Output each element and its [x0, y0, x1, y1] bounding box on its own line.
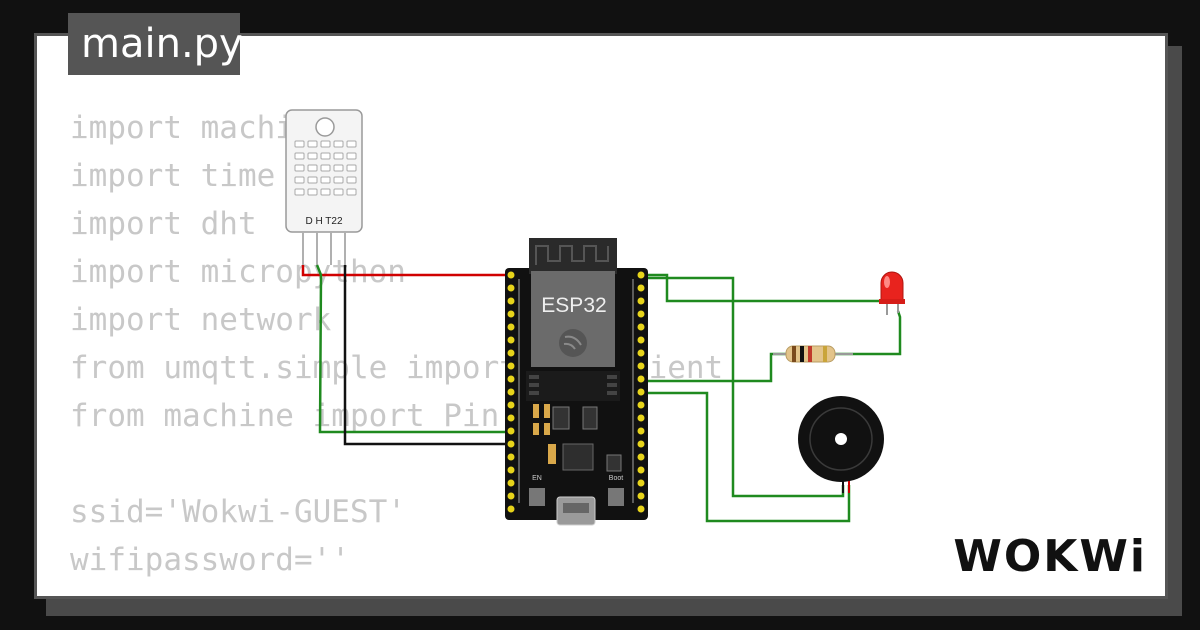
en-button[interactable] [529, 488, 545, 506]
wires [301, 264, 902, 523]
dht22-sensor[interactable]: D H T22 [285, 109, 363, 265]
led-body [880, 271, 904, 302]
code-line: import micropython [70, 254, 406, 290]
boot-button[interactable] [608, 488, 624, 506]
resistor-band-2 [800, 346, 804, 362]
code-line: import network [70, 302, 332, 338]
wire-gnd [343, 265, 511, 446]
pin-label-marks [518, 279, 634, 503]
wire-resistor-1 [641, 352, 786, 383]
file-tab[interactable]: main.py [68, 13, 243, 75]
code-line: import time [70, 158, 276, 194]
code-line: ssid='Wokwi-GUEST' [70, 494, 406, 530]
esp32-label: ESP32 [541, 294, 606, 317]
antenna-trace [535, 245, 609, 265]
buzzer-ring [809, 407, 873, 471]
resistor-band-1 [792, 346, 796, 362]
piezo-buzzer[interactable] [798, 396, 884, 493]
wire-resistor-2 [835, 310, 902, 356]
module-underside [526, 371, 620, 401]
resistor-band-4 [823, 346, 827, 362]
wire-buzzer-2 [641, 391, 851, 523]
boot-button-label: Boot [609, 475, 623, 482]
en-button-label: EN [532, 475, 542, 482]
left-pin-header [507, 271, 515, 513]
module-castellations [529, 375, 617, 395]
dht22-vent-grid [294, 140, 357, 196]
wokwi-logo: WOKWi [953, 531, 1147, 582]
espressif-logo-icon [559, 329, 587, 357]
dht22-label: D H T22 [305, 216, 342, 227]
led-highlight [884, 276, 890, 288]
usb-port-slot [563, 503, 589, 513]
dht22-mount-hole [315, 117, 335, 137]
dht22-pins [302, 232, 346, 265]
right-pin-header [637, 271, 645, 513]
red-led[interactable] [879, 271, 905, 315]
wire-vcc [301, 265, 511, 277]
smd-components [533, 404, 622, 472]
esp32-board[interactable]: ESP32 EN Boot [505, 238, 648, 526]
circuit-diagram: D H T22 ESP32 [285, 109, 905, 526]
resistor-band-3 [808, 346, 812, 362]
code-line: wifipassword='' [70, 542, 350, 578]
code-line: import dht [70, 206, 257, 242]
resistor[interactable] [773, 345, 853, 363]
code-line: from machine import Pin [70, 398, 500, 434]
wire-led-anode [641, 273, 887, 303]
led-rim [879, 299, 905, 304]
buzzer-hole [835, 433, 847, 445]
espressif-logo-mark [563, 335, 582, 350]
wire-data [315, 264, 511, 434]
